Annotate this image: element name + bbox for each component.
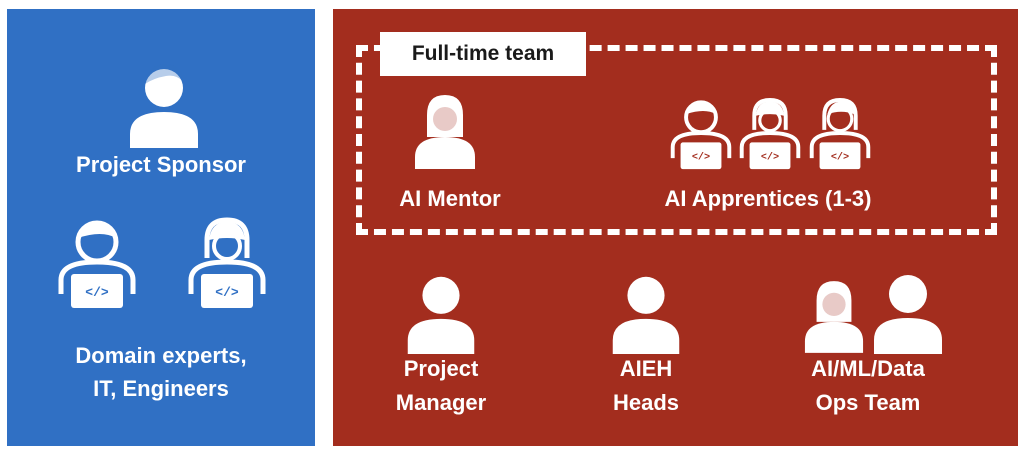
project-manager-label-line2: Manager xyxy=(395,390,487,415)
ai-apprentice-icon: </> xyxy=(739,98,801,170)
aieh-heads-label-line2: Heads xyxy=(612,390,680,415)
delivery-panel: Full-time team AI Mentor </> </> </> AI … xyxy=(333,9,1018,446)
code-glyph: </> xyxy=(85,285,109,300)
project-manager-label-line1: Project xyxy=(403,356,479,381)
domain-experts-label-line1: Domain experts, xyxy=(75,343,247,368)
ai-mentor-label: AI Mentor xyxy=(399,186,501,211)
full-time-team-tag: Full-time team xyxy=(380,32,586,76)
ai-apprentices-label: AI Apprentices (1-3) xyxy=(664,186,872,211)
code-glyph: </> xyxy=(761,152,779,164)
aieh-heads-label-line1: AIEH xyxy=(619,356,673,381)
aieh-heads-icon xyxy=(612,276,680,355)
project-sponsor-label: Project Sponsor xyxy=(76,152,246,177)
engineer-laptop-icon: </> xyxy=(188,217,266,308)
code-glyph: </> xyxy=(215,285,239,300)
full-time-team-boundary xyxy=(356,45,997,235)
project-manager-icon xyxy=(407,276,475,355)
ops-team-label-line2: Ops Team xyxy=(815,390,921,415)
project-sponsor-icon xyxy=(130,64,198,148)
code-glyph: </> xyxy=(692,152,710,164)
ops-team-label-line1: AI/ML/Data xyxy=(811,356,925,381)
ai-apprentice-icon: </> xyxy=(670,100,732,170)
domain-experts-label-line2: IT, Engineers xyxy=(93,376,229,401)
ops-team-male-icon xyxy=(874,275,942,354)
ai-apprentice-icon: </> xyxy=(809,98,871,170)
ai-mentor-icon xyxy=(415,95,475,169)
ops-team-female-icon xyxy=(804,281,864,353)
domain-expert-laptop-icon: </> xyxy=(58,220,136,308)
stakeholder-panel: Project Sponsor </> </> Domain experts, … xyxy=(7,9,315,446)
code-glyph: </> xyxy=(831,152,849,164)
